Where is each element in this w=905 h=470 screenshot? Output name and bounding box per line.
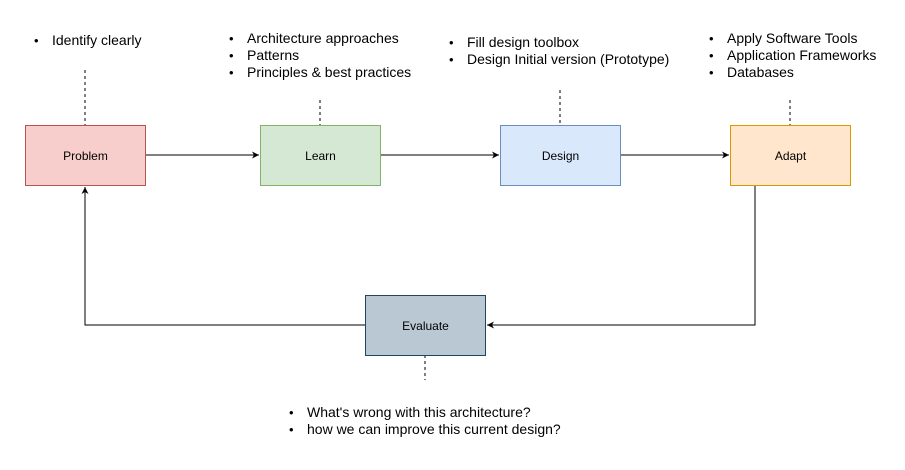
node-design-label: Design [541,148,580,163]
note-evaluate-item: What's wrong with this architecture? [287,404,561,421]
note-adapt: Apply Software Tools Application Framewo… [707,30,876,81]
note-learn-item: Patterns [227,47,411,64]
node-learn[interactable]: Learn [260,125,381,186]
node-design[interactable]: Design [500,125,621,186]
note-learn: Architecture approaches Patterns Princip… [227,30,411,81]
note-design: Fill design toolbox Design Initial versi… [447,34,669,68]
note-problem: Identify clearly [32,32,141,49]
note-adapt-item: Apply Software Tools [707,30,876,47]
node-problem[interactable]: Problem [25,125,146,186]
node-evaluate[interactable]: Evaluate [365,295,486,356]
note-design-item: Design Initial version (Prototype) [447,51,669,68]
arrow-evaluate-to-problem [81,187,365,326]
note-problem-item: Identify clearly [32,32,141,49]
note-learn-item: Architecture approaches [227,30,411,47]
note-design-item: Fill design toolbox [447,34,669,51]
note-adapt-item: Databases [707,64,876,81]
node-evaluate-label: Evaluate [402,318,449,333]
node-adapt[interactable]: Adapt [730,125,851,186]
node-problem-label: Problem [63,148,108,163]
node-learn-label: Learn [305,148,336,163]
node-adapt-label: Adapt [774,148,807,163]
note-adapt-item: Application Frameworks [707,47,876,64]
note-learn-item: Principles & best practices [227,64,411,81]
arrow-adapt-to-evaluate [487,186,756,329]
note-evaluate-item: how we can improve this current design? [287,421,561,438]
note-evaluate: What's wrong with this architecture? how… [287,404,561,438]
